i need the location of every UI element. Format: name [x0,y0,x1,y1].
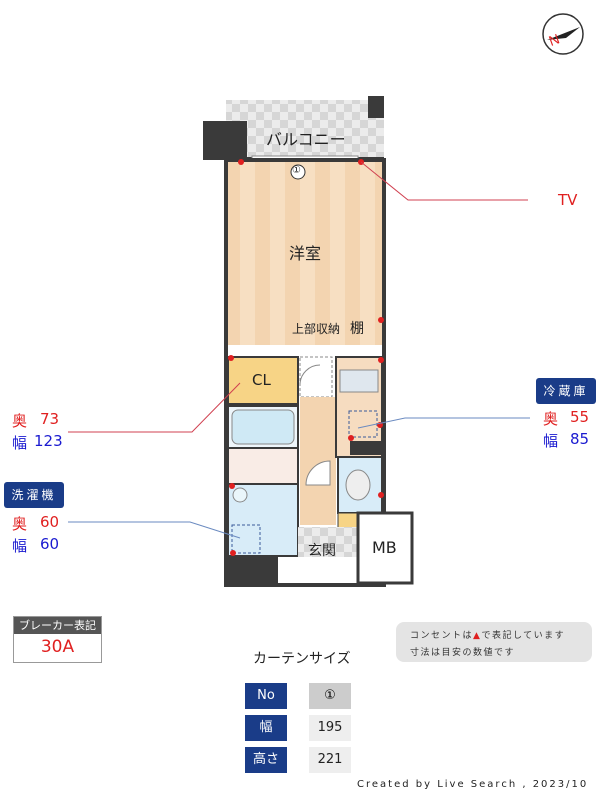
compass-icon: N [542,13,584,55]
upper-storage-label: 上部収納 [292,322,341,336]
refrigerator-tag: 冷蔵庫 [536,378,596,404]
curtain-title: カーテンサイズ [253,651,351,667]
washer-depth-value: 60 [40,513,60,531]
washer-tag: 洗濯機 [4,482,64,508]
tv-leader-line [360,161,528,201]
hallway [300,397,336,525]
note-text-2: 寸法は目安の数値です [410,648,516,658]
wall-block [203,121,247,160]
curtain-value-width: 195 [309,715,351,741]
closet-depth-label: 奥 [12,412,28,430]
fridge-width-value: 85 [570,430,590,448]
washer-width-value: 60 [40,535,60,553]
curtain-header-height: 高さ [245,747,287,773]
credit-text: Created by Live Search , 2023/10 [357,779,589,790]
closet-label: CL [252,371,271,389]
washer-leader-line [68,521,241,539]
fridge-depth-value: 55 [570,408,590,426]
closet-depth-value: 73 [40,410,60,428]
entrance-label: 玄関 [308,543,336,559]
closet-width-label: 幅 [12,434,28,452]
breaker-box: ブレーカー表記 30A [13,616,102,663]
closet-width-value: 123 [34,432,63,450]
fridge-depth-label: 奥 [543,410,559,428]
fridge-width-label: 幅 [543,432,559,450]
tv-label: TV [558,191,578,209]
western-room-label: 洋室 [289,244,322,263]
note-text-1a: コンセントは [410,631,474,641]
curtain-value-no: ① [309,683,351,709]
note-text-1b: で表記しています [481,631,566,641]
curtain-header-no: No [245,683,287,709]
outlet-icon: ▲ [473,631,482,641]
western-room [228,162,382,345]
closet-area [227,356,299,405]
breaker-value: 30A [40,637,75,657]
curtain-header-width: 幅 [245,715,287,741]
shelf-label: 棚 [350,321,364,337]
meter-box-label: MB [372,538,397,557]
closet-leader-line [68,382,241,433]
window-number: ① [292,165,301,176]
washer-depth-label: 奥 [12,515,28,533]
meter-box [356,511,414,585]
curtain-value-height: 221 [309,747,351,773]
fridge-leader-line [357,417,530,429]
washer-width-label: 幅 [12,537,28,555]
breaker-label: ブレーカー表記 [14,617,101,634]
balcony-area [226,100,384,160]
balcony-label: バルコニー [266,130,346,149]
note-box: コンセントは▲で表記しています 寸法は目安の数値です [396,622,592,662]
